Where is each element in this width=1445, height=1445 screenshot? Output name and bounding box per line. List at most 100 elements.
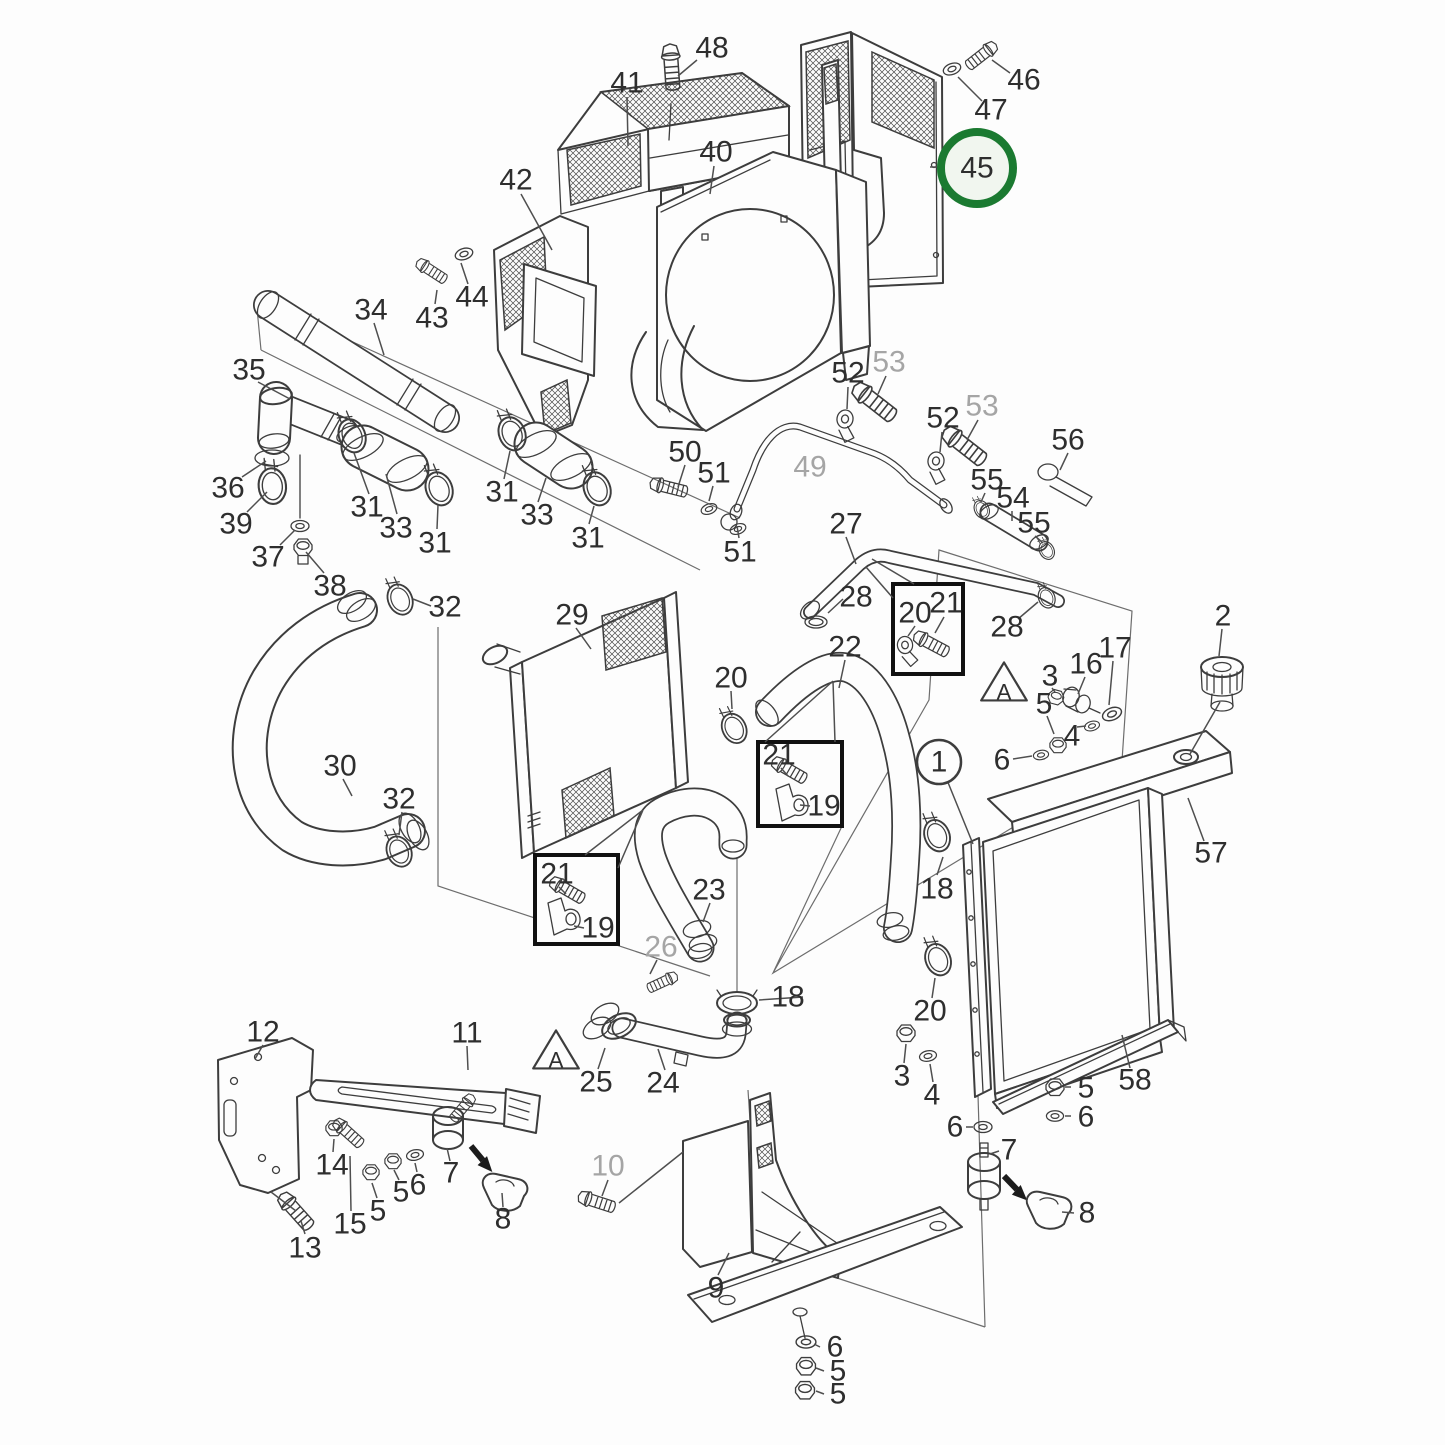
part-label-14: 14 [315, 1149, 348, 1182]
part-label-46: 46 [1007, 64, 1040, 97]
leader-lines [241, 59, 1223, 1395]
part-37-washer [290, 519, 310, 533]
part-5-nut [795, 1356, 817, 1376]
part-label-28: 28 [990, 611, 1023, 644]
part-7-mount [967, 1142, 1001, 1211]
part-label-28: 28 [839, 581, 872, 614]
part-46-bolt [962, 37, 1001, 73]
part-label-39: 39 [219, 508, 252, 541]
highlighted-part-circle [937, 128, 1017, 208]
part-label-25: 25 [579, 1066, 612, 1099]
part-label-47: 47 [974, 94, 1007, 127]
part-17-seal [1099, 703, 1125, 725]
part-label-32: 32 [382, 783, 415, 816]
part-23-hose [633, 787, 748, 963]
part-label-41: 41 [610, 67, 643, 100]
part-label-11: 11 [451, 1017, 482, 1050]
part-label-5: 5 [1036, 688, 1053, 721]
bracket-9-group [575, 1092, 963, 1400]
part-label-58: 58 [1118, 1064, 1151, 1097]
part-label-40: 40 [699, 136, 732, 169]
part-15-bolt [329, 1114, 367, 1151]
part-label-31: 31 [418, 527, 451, 560]
part-label-1: 1 [931, 746, 948, 779]
part-8-clamp [1025, 1190, 1073, 1230]
part-label-51: 51 [723, 536, 756, 569]
part-label-42: 42 [499, 164, 532, 197]
part-label-52: 52 [926, 402, 959, 435]
zone-marker-triangle [980, 661, 1028, 702]
part-label-27: 27 [829, 508, 862, 541]
part-label-29: 29 [555, 599, 588, 632]
part-label-33: 33 [379, 512, 412, 545]
part-label-4: 4 [924, 1079, 941, 1112]
part-56-bracket [1037, 463, 1093, 507]
zone-marker-triangle [532, 1029, 580, 1070]
part-label-6: 6 [1078, 1101, 1095, 1134]
part-6-washer [1045, 1110, 1065, 1122]
part-label-6: 6 [410, 1169, 427, 1202]
part-11-arm [309, 1079, 541, 1134]
part-label-5: 5 [830, 1355, 847, 1388]
part-5-nut [794, 1380, 816, 1400]
part-label-3: 3 [894, 1060, 911, 1093]
radiator-assembly [896, 656, 1244, 1122]
part-label-49: 49 [793, 451, 826, 484]
part-30-hose [231, 571, 430, 872]
part-label-38: 38 [313, 570, 346, 603]
part-label-54: 54 [996, 482, 1029, 515]
part-label-6: 6 [947, 1111, 964, 1144]
part-label-6: 6 [827, 1331, 844, 1364]
part-label-43: 43 [415, 302, 448, 335]
part-label-34: 34 [354, 294, 387, 327]
part-label-20: 20 [898, 597, 931, 630]
part-label-51: 51 [697, 457, 730, 490]
circled-ref [915, 738, 963, 786]
part-label-45: 45 [960, 152, 993, 185]
part-16-sensor-group [1032, 686, 1125, 762]
bracket-11-group [217, 1037, 541, 1235]
part-48-bolt [659, 42, 684, 141]
part-8-clamp [481, 1172, 529, 1212]
part-label-20: 20 [913, 995, 946, 1028]
part-label-30: 30 [323, 750, 356, 783]
part-25-clamp [590, 1002, 620, 1026]
part-18-ring [716, 989, 758, 1015]
part-label-15: 15 [333, 1208, 366, 1241]
part-5-nut [362, 1164, 380, 1181]
part-label-5: 5 [830, 1378, 847, 1411]
part-label-31: 31 [485, 476, 518, 509]
part-label-55: 55 [1017, 507, 1050, 540]
part-label-33: 33 [520, 499, 553, 532]
part-label-7: 7 [443, 1157, 460, 1190]
part-label-4: 4 [1064, 720, 1081, 753]
part-6-washer [795, 1335, 817, 1349]
part-4-washer [918, 1048, 938, 1064]
part-52-clamp [923, 450, 951, 487]
part-label-2: 2 [1215, 600, 1232, 633]
part-28-ring [804, 615, 828, 629]
part-51-washer [699, 500, 719, 518]
part-label-56: 56 [1051, 424, 1084, 457]
hose-set-31-33-right [488, 402, 617, 511]
part-label-57: 57 [1194, 837, 1227, 870]
part-label-5: 5 [393, 1176, 410, 1209]
part-label-55: 55 [970, 464, 1003, 497]
part-29-core [481, 591, 689, 859]
mount-group-right [967, 1120, 1073, 1230]
part-label-17: 17 [1098, 632, 1131, 665]
part-20-clamp [916, 930, 957, 981]
part-5-nut [384, 1153, 402, 1170]
assembly-arrow [1001, 1176, 1031, 1200]
part-label-10: 10 [591, 1150, 624, 1183]
zone-marker-label: A [997, 680, 1012, 705]
part-40-fan-shroud [630, 151, 871, 432]
part-label-37: 37 [251, 541, 284, 574]
part-label-48: 48 [695, 32, 728, 65]
part-label-31: 31 [571, 522, 604, 555]
part-label-18: 18 [920, 873, 953, 906]
part-43-bolt [412, 255, 450, 287]
part-label-50: 50 [668, 436, 701, 469]
